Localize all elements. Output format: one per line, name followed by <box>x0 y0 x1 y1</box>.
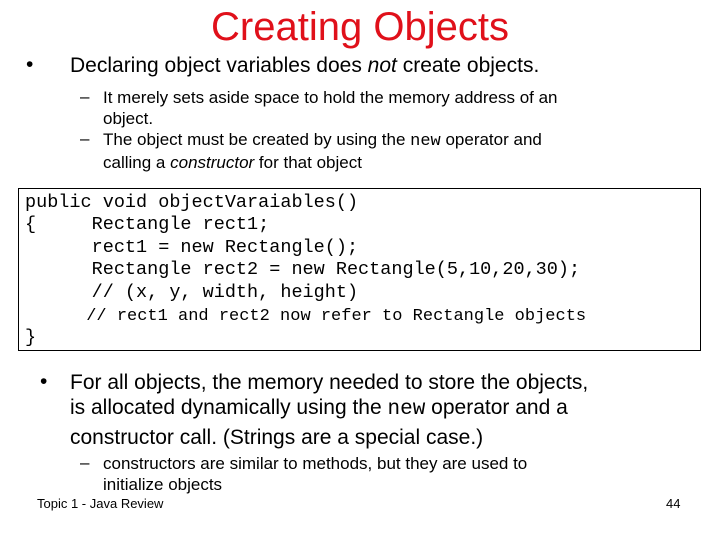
line: object. <box>103 109 154 128</box>
sub-bullet-1-1: It merely sets aside space to hold the m… <box>103 87 558 129</box>
bullet-1-text: Declaring object variables does not crea… <box>70 53 539 78</box>
dash-marker: – <box>80 129 90 148</box>
emphasis-constructor: constructor <box>170 153 255 172</box>
dash-marker: – <box>80 87 90 106</box>
text: Declaring object variables does <box>70 54 368 77</box>
line: It merely sets aside space to hold the m… <box>103 88 558 107</box>
code-line: rect1 = new Rectangle(); <box>25 237 359 258</box>
text: calling a <box>103 153 171 172</box>
code-line: public void objectVaraiables() <box>25 192 359 213</box>
emphasis-not: not <box>367 54 397 77</box>
code-line: } <box>25 327 37 348</box>
page-number: 44 <box>666 496 681 511</box>
code-new: new <box>387 398 426 421</box>
bullet-marker: • <box>26 53 34 76</box>
text: for that object <box>254 153 362 172</box>
sub-bullet-2-1: constructors are similar to methods, but… <box>103 453 527 495</box>
text: create objects. <box>396 54 540 77</box>
code-box <box>18 188 701 351</box>
line: constructor call. (Strings are a special… <box>70 426 484 449</box>
bullet-2-text: For all objects, the memory needed to st… <box>70 370 588 450</box>
sub-bullet-1-2: The object must be created by using the … <box>103 129 542 173</box>
text: operator and a <box>425 396 568 419</box>
text: The object must be created by using the <box>103 130 411 149</box>
code-line: Rectangle rect2 = new Rectangle(5,10,20,… <box>25 259 581 280</box>
dash-marker: – <box>80 453 90 472</box>
footer-topic: Topic 1 - Java Review <box>37 496 164 511</box>
line: initialize objects <box>103 475 223 494</box>
text: operator and <box>440 130 542 149</box>
text: is allocated dynamically using the <box>70 396 388 419</box>
line: For all objects, the memory needed to st… <box>70 371 589 394</box>
line: constructors are similar to methods, but… <box>103 454 528 473</box>
code-line: // rect1 and rect2 now refer to Rectangl… <box>25 307 587 326</box>
bullet-marker: • <box>40 370 48 393</box>
slide-title: Creating Objects <box>211 5 509 49</box>
code-new: new <box>410 132 441 151</box>
code-line: // (x, y, width, height) <box>25 282 359 303</box>
code-line: { Rectangle rect1; <box>25 214 270 235</box>
